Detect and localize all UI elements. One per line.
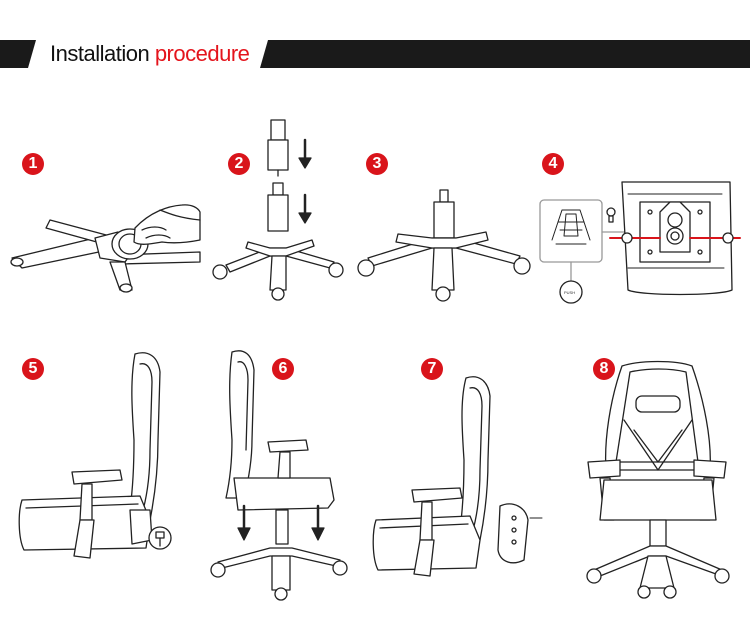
step-8-illustration xyxy=(586,360,730,599)
step-3-badge: 3 xyxy=(366,153,388,175)
step-8-badge: 8 xyxy=(593,358,615,380)
step-6-badge: 6 xyxy=(272,358,294,380)
banner-bar xyxy=(0,40,750,68)
step-3-illustration xyxy=(357,189,531,302)
title-word-procedure: procedure xyxy=(154,41,250,66)
push-label: PUSH xyxy=(564,290,575,295)
title-word-installation: Installation xyxy=(50,41,150,66)
step-1-illustration xyxy=(10,204,201,293)
step-4-badge: 4 xyxy=(542,153,564,175)
step-2-illustration xyxy=(212,119,344,301)
page-title: Installation procedure xyxy=(50,41,250,67)
step-2-badge: 2 xyxy=(228,153,250,175)
step-5-badge: 5 xyxy=(22,358,44,380)
step-6-illustration xyxy=(210,350,348,601)
step-7-illustration xyxy=(372,376,543,577)
step-4-illustration xyxy=(539,181,741,304)
step-5-illustration xyxy=(18,352,172,559)
step-1-badge: 1 xyxy=(22,153,44,175)
header-banner: Installation procedure xyxy=(0,40,750,68)
step-7-badge: 7 xyxy=(421,358,443,380)
